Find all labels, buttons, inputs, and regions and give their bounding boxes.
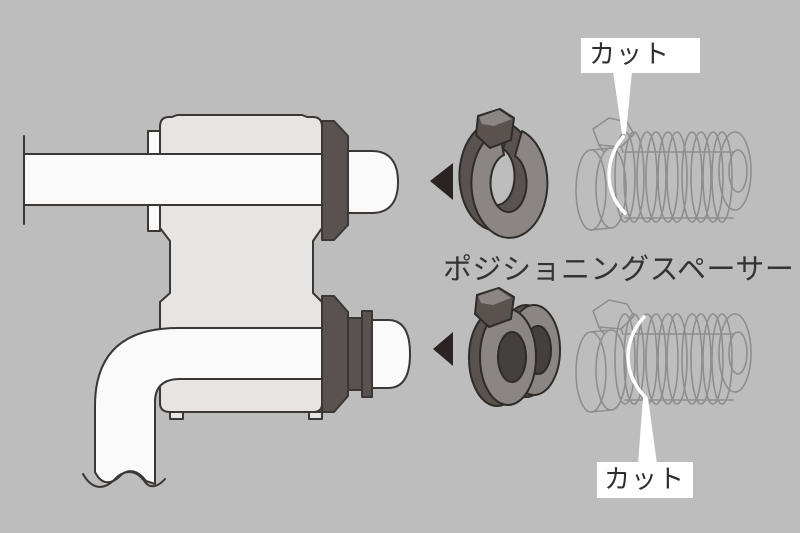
upper-nut <box>321 120 349 241</box>
upper-stem <box>347 150 399 214</box>
spacer-single-face <box>470 129 549 239</box>
pipe-break-line <box>82 471 166 488</box>
spacer-double-front-bore <box>497 331 527 383</box>
lower-flange <box>361 310 373 398</box>
spacer-double <box>468 287 561 407</box>
arrow-left-icon <box>433 332 453 366</box>
callout-pointer-bottom <box>638 398 657 464</box>
cut-callout-bottom: カット <box>597 462 693 498</box>
spout-pipe <box>94 327 323 485</box>
callout-pointer-top <box>613 71 632 134</box>
body-foot-right <box>308 411 323 420</box>
part-name-caption: ポジショニングスペーサー <box>443 252 795 286</box>
spacer-double-tab-bevel <box>478 289 511 305</box>
spacer-single <box>458 108 549 239</box>
arrow-left-icon <box>430 163 453 200</box>
lower-nut <box>321 295 349 413</box>
cut-highlight-top <box>607 135 627 215</box>
body-foot-left <box>169 411 184 420</box>
cut-callout-top: カット <box>581 38 700 73</box>
faucet-illustration <box>23 114 411 488</box>
lower-fitting <box>347 317 363 391</box>
cut-highlight-bottom <box>626 315 648 400</box>
inlet-pipe <box>23 153 323 206</box>
spacer-single-tab-bevel <box>479 110 512 126</box>
lower-cap <box>371 319 411 389</box>
